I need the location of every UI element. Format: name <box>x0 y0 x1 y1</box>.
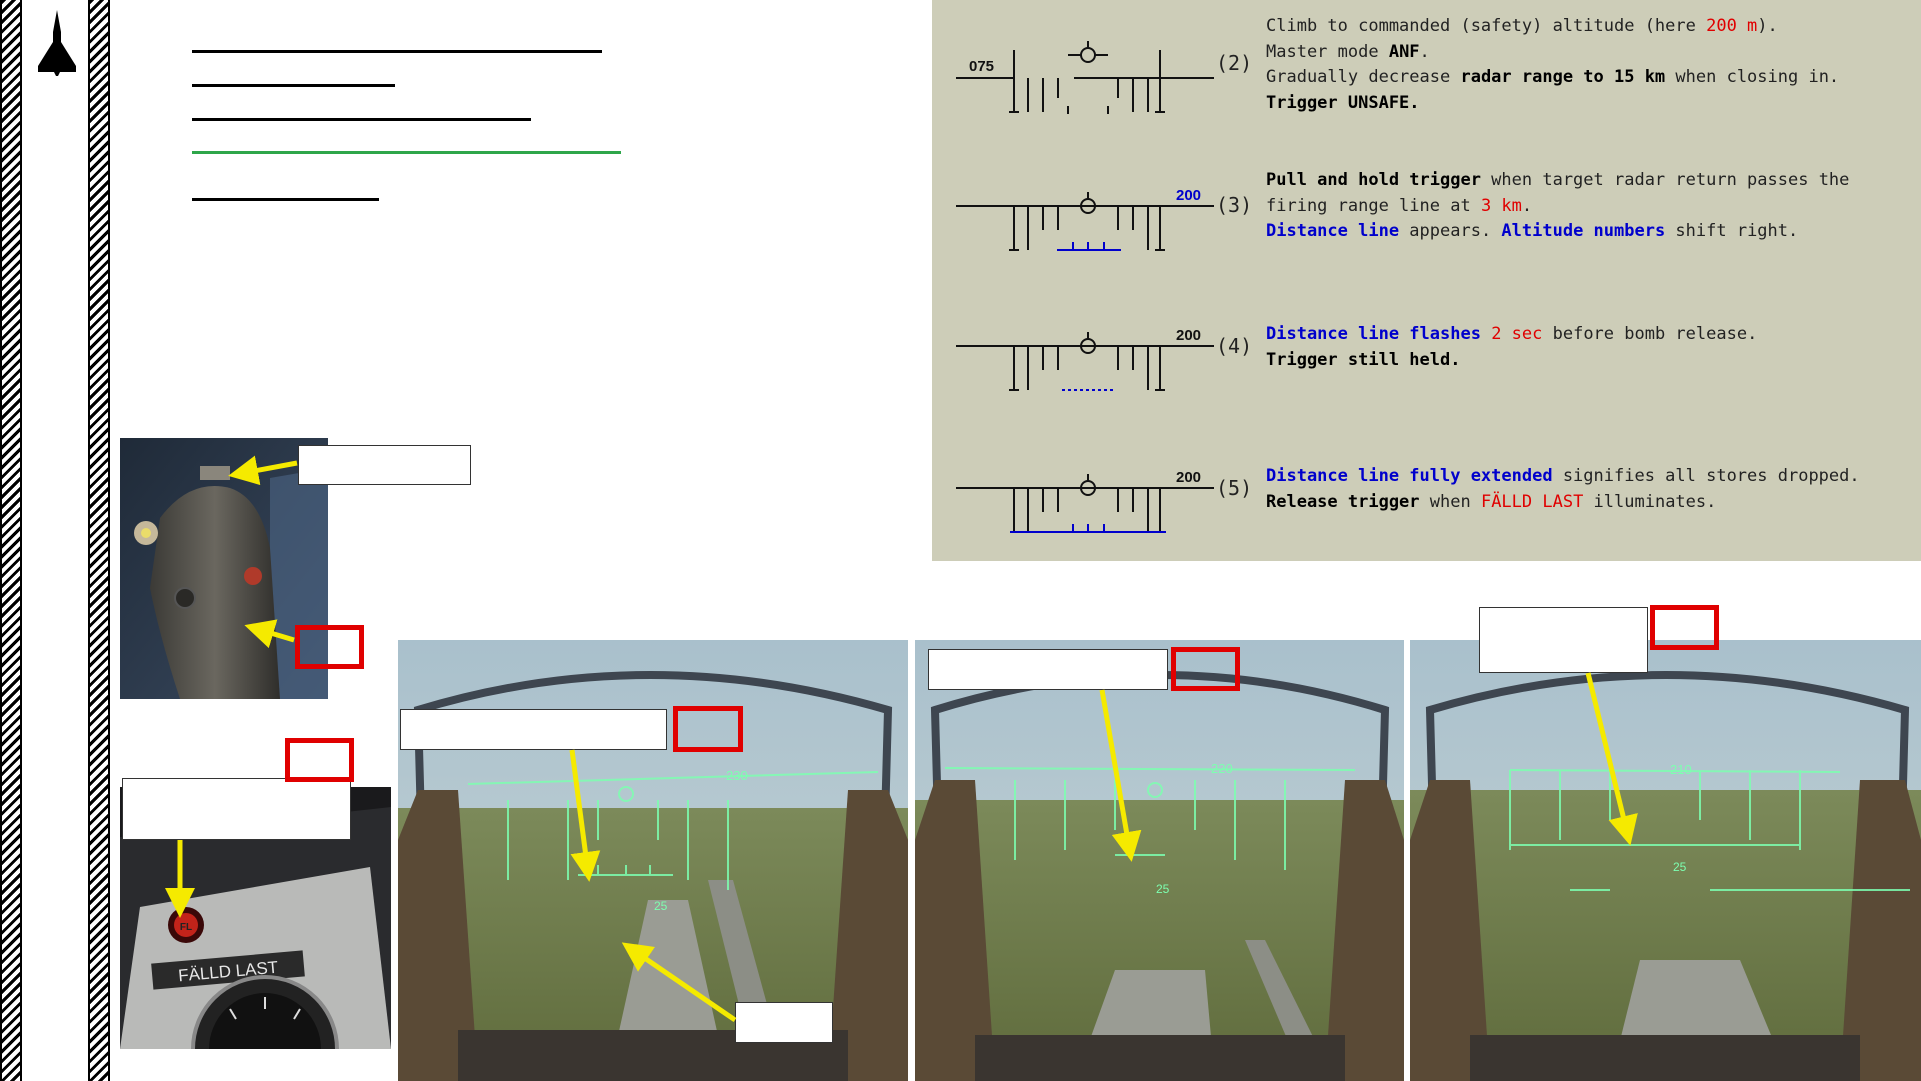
lamp-callout-red-box <box>285 738 354 782</box>
altitude-label: 200 <box>1176 469 1201 486</box>
step-text-line: Distance line appears. Altitude numbers … <box>1266 219 1906 245</box>
hud3-callout-red-box <box>1650 605 1719 650</box>
step-text: Distance line fully extended signifies a… <box>1266 464 1906 515</box>
heading-line-1 <box>192 50 602 53</box>
step-text-segment: illuminates. <box>1583 491 1717 512</box>
step-text-line: Trigger still held. <box>1266 348 1906 374</box>
step-text-segment: firing range line at <box>1266 195 1481 216</box>
step-text-segment: ). <box>1757 16 1778 36</box>
heading-line-4 <box>192 151 621 154</box>
step-number: (2) <box>1216 51 1253 75</box>
hud-altitude: 230 <box>726 768 748 783</box>
hud-altitude: 220 <box>1211 761 1233 776</box>
hud2-callout-red-box <box>1171 647 1240 691</box>
left-hatched-rail <box>0 0 22 1081</box>
step-text-segment: Trigger still held. <box>1266 349 1461 370</box>
step-text-line: Distance line flashes 2 sec before bomb … <box>1266 322 1906 348</box>
hud-symbol-step-5: 200 <box>956 469 1214 533</box>
step-text-segment: FÄLLD LAST <box>1480 491 1584 512</box>
step-3: 200 (3) Pull and hold trigger when targe… <box>932 168 1921 288</box>
step-text-segment: 2 sec <box>1491 324 1543 344</box>
stick-callout-box <box>298 445 471 485</box>
step-text-line: Release trigger when FÄLLD LAST illumina… <box>1266 490 1906 516</box>
hud-photo-2: 220 25 <box>915 640 1404 1081</box>
step-text-segment: 3 km <box>1480 195 1522 216</box>
hud1-callout-red-box <box>673 706 743 752</box>
step-text-segment: 200 m <box>1706 16 1758 36</box>
hud-symbol-step-3: 200 <box>956 187 1214 251</box>
step-text-line: Gradually decrease radar range to 15 km … <box>1266 65 1906 91</box>
step-text-line: Trigger UNSAFE. <box>1266 91 1906 117</box>
step-text-segment: Master mode <box>1266 41 1389 62</box>
step-text-segment: Climb to commanded (safety) altitude (he… <box>1266 16 1707 36</box>
lamp-callout-box <box>122 778 351 840</box>
hud-altitude: 210 <box>1670 762 1692 777</box>
step-text-line: firing range line at 3 km. <box>1266 194 1906 220</box>
step-text-segment: when <box>1419 491 1481 512</box>
step-text-segment: ANF <box>1388 41 1420 62</box>
step-2: 075 (2) Climb to commanded (safety) alti… <box>932 14 1921 134</box>
step-5: 200 (5) Distance line fully extended sig… <box>932 464 1921 584</box>
step-text-segment: when closing in. <box>1665 67 1840 87</box>
step-text-line: Pull and hold trigger when target radar … <box>1266 168 1906 194</box>
stick-callout-red-box <box>295 625 364 669</box>
aircraft-logo-icon <box>38 10 76 76</box>
step-number: (5) <box>1216 476 1253 500</box>
step-text-segment: Altitude numbers <box>1501 221 1666 241</box>
step-text-segment: Distance line flashes <box>1266 324 1481 344</box>
hud1-callout-box <box>400 709 667 750</box>
altitude-label: 200 <box>1176 327 1201 344</box>
step-text-segment: Distance line <box>1266 221 1400 241</box>
step-text-segment: shift right. <box>1665 221 1799 241</box>
hud1-runway-callout-box <box>735 1002 833 1043</box>
step-number: (3) <box>1216 193 1253 217</box>
right-hatched-rail <box>88 0 110 1081</box>
step-text-segment: appears. <box>1399 221 1502 241</box>
step-text: Pull and hold trigger when target radar … <box>1266 168 1906 245</box>
step-text-line: Master mode ANF. <box>1266 40 1906 66</box>
step-text: Climb to commanded (safety) altitude (he… <box>1266 14 1906 116</box>
hud-range: 25 <box>654 899 668 913</box>
step-text-segment: before bomb release. <box>1542 324 1758 344</box>
lamp-label: FL <box>180 922 192 933</box>
step-text-line: Climb to commanded (safety) altitude (he… <box>1266 14 1906 40</box>
step-text-segment: . <box>1521 195 1533 216</box>
step-text-segment: radar range to 15 km <box>1460 67 1666 87</box>
heading-line-2 <box>192 84 395 87</box>
step-text-segment: . <box>1419 41 1430 62</box>
step-text-segment: Release trigger <box>1266 491 1420 512</box>
hud-symbol-step-2: 075 <box>956 41 1214 114</box>
step-text-segment: Trigger UNSAFE. <box>1266 92 1420 113</box>
altitude-label: 200 <box>1176 187 1201 204</box>
step-number: (4) <box>1216 334 1253 358</box>
step-text-segment: when target radar return passes the <box>1480 170 1850 190</box>
step-text-line: Distance line fully extended signifies a… <box>1266 464 1906 490</box>
step-4: 200 (4) Distance line flashes 2 sec befo… <box>932 322 1921 442</box>
heading-line-3 <box>192 118 531 121</box>
step-text-segment: signifies all stores dropped. <box>1552 466 1860 486</box>
hud-symbol-step-4: 200 <box>956 327 1214 391</box>
step-text-segment <box>1481 324 1491 344</box>
step-text-segment: Pull and hold trigger <box>1266 170 1481 190</box>
altitude-label: 075 <box>969 58 994 75</box>
hud-photo-3: 210 25 <box>1410 640 1921 1081</box>
hud-range: 25 <box>1156 882 1170 896</box>
step-text-segment: Distance line fully extended <box>1266 466 1553 486</box>
hud3-callout-box <box>1479 607 1648 673</box>
hud2-callout-box <box>928 649 1168 690</box>
step-text-segment: Gradually decrease <box>1266 67 1461 87</box>
procedure-panel: 075 (2) Climb to commanded (safety) alti… <box>932 0 1921 561</box>
step-text: Distance line flashes 2 sec before bomb … <box>1266 322 1906 373</box>
hud-range: 25 <box>1673 860 1687 874</box>
heading-line-5 <box>192 198 379 201</box>
